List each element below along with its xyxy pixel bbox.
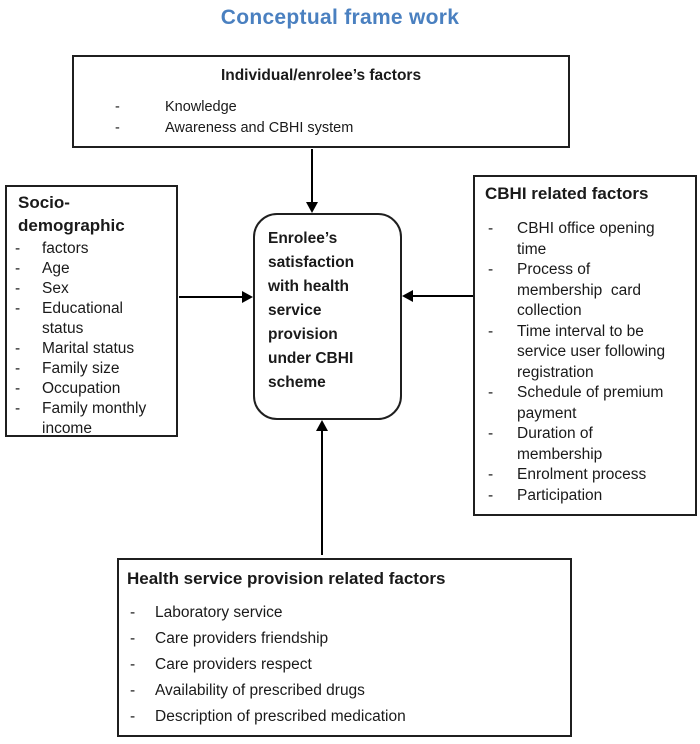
list-item: - Schedule of premium payment xyxy=(488,383,695,424)
dash-bullet: - xyxy=(130,708,136,725)
box-individual-enrolee-factors: Individual/enrolee’s factors - Knowledge… xyxy=(72,55,570,148)
box-heading: Socio- demographic xyxy=(18,193,125,235)
list-item: - Family size xyxy=(15,359,176,379)
list-item-text: Enrolment process xyxy=(517,466,647,483)
dash-bullet: - xyxy=(488,261,494,278)
dash-bullet: - xyxy=(15,400,21,417)
list-item-text: Knowledge xyxy=(165,99,237,115)
box-item-list: - factors - Age - Sex - Educational stat… xyxy=(7,239,176,439)
list-item: - Care providers friendship xyxy=(130,626,570,652)
list-item-text: Duration of membership xyxy=(517,425,603,463)
list-item: - Awareness and CBHI system xyxy=(115,118,568,139)
box-heading: Health service provision related factors xyxy=(127,569,446,588)
arrow-up-icon xyxy=(316,420,328,431)
page-title: Conceptual frame work xyxy=(220,6,460,29)
list-item: - Marital status xyxy=(15,339,176,359)
list-item-text: Sex xyxy=(42,280,69,297)
list-item: - Age xyxy=(15,259,176,279)
arrow-left-icon xyxy=(402,290,413,302)
dash-bullet: - xyxy=(488,220,494,237)
list-item-text: Schedule of premium payment xyxy=(517,384,664,422)
list-item-text: Awareness and CBHI system xyxy=(165,120,354,136)
dash-bullet: - xyxy=(130,682,136,699)
arrow-down-icon xyxy=(306,202,318,213)
list-item: - factors xyxy=(15,239,176,259)
arrow-top-to-center-line xyxy=(311,149,313,206)
dash-bullet: - xyxy=(115,120,120,136)
dash-bullet: - xyxy=(488,425,494,442)
box-socio-demographic-factors: Socio- demographic - factors - Age - Sex… xyxy=(5,185,178,437)
list-item: - Knowledge xyxy=(115,97,568,118)
list-item: - Description of prescribed medication xyxy=(130,704,570,730)
arrow-right-icon xyxy=(242,291,253,303)
list-item-text: Occupation xyxy=(42,380,121,397)
box-item-list: - Knowledge - Awareness and CBHI system xyxy=(74,97,568,139)
list-item: - Educational status xyxy=(15,299,176,339)
list-item-text: Laboratory service xyxy=(155,604,283,621)
list-item: - Time interval to be service user follo… xyxy=(488,322,695,384)
dash-bullet: - xyxy=(130,656,136,673)
dash-bullet: - xyxy=(130,630,136,647)
list-item: - Care providers respect xyxy=(130,652,570,678)
list-item-text: Marital status xyxy=(42,340,135,357)
dash-bullet: - xyxy=(15,380,21,397)
list-item-text: Family size xyxy=(42,360,120,377)
list-item-text: Care providers friendship xyxy=(155,630,329,647)
box-enrolee-satisfaction: Enrolee’s satisfaction with health servi… xyxy=(253,213,402,420)
dash-bullet: - xyxy=(15,300,21,317)
box-heading: CBHI related factors xyxy=(485,184,649,203)
dash-bullet: - xyxy=(488,384,494,401)
dash-bullet: - xyxy=(488,322,494,340)
box-item-list: - Laboratory service - Care providers fr… xyxy=(119,600,570,730)
box-cbhi-related-factors: CBHI related factors - CBHI office openi… xyxy=(473,175,697,516)
list-item-text: Description of prescribed medication xyxy=(155,708,406,725)
list-item-text: Age xyxy=(42,260,70,277)
list-item: - Family monthly income xyxy=(15,399,176,439)
dash-bullet: - xyxy=(15,260,21,277)
list-item-text: Time interval to be service user followi… xyxy=(517,322,666,381)
list-item: - Participation xyxy=(488,486,695,507)
list-item: - CBHI office opening time xyxy=(488,219,695,260)
arrow-right-to-center-line xyxy=(409,295,473,297)
list-item-text: Process of membership card collection xyxy=(517,261,642,319)
list-item-text: Educational status xyxy=(42,300,128,337)
list-item-text: Care providers respect xyxy=(155,656,312,673)
list-item: - Laboratory service xyxy=(130,600,570,626)
list-item: - Availability of prescribed drugs xyxy=(130,678,570,704)
list-item: - Occupation xyxy=(15,379,176,399)
dash-bullet: - xyxy=(15,360,21,377)
center-box-text: Enrolee’s satisfaction with health servi… xyxy=(268,230,355,391)
arrow-left-to-center-line xyxy=(179,296,246,298)
list-item-text: Participation xyxy=(517,486,603,504)
arrow-bottom-to-center-line xyxy=(321,430,323,555)
list-item-text: Availability of prescribed drugs xyxy=(155,682,365,699)
list-item: - Sex xyxy=(15,279,176,299)
dash-bullet: - xyxy=(488,466,494,483)
dash-bullet: - xyxy=(130,604,136,621)
dash-bullet: - xyxy=(15,280,21,297)
dash-bullet: - xyxy=(488,486,494,504)
dash-bullet: - xyxy=(115,99,120,115)
list-item: - Duration of membership xyxy=(488,424,695,465)
list-item-text: Family monthly income xyxy=(42,400,151,437)
list-item-text: factors xyxy=(42,240,89,257)
box-item-list: - CBHI office opening time - Process of … xyxy=(475,219,695,506)
dash-bullet: - xyxy=(15,240,21,257)
box-health-service-provision-factors: Health service provision related factors… xyxy=(117,558,572,737)
list-item: - Enrolment process xyxy=(488,465,695,486)
list-item: - Process of membership card collection xyxy=(488,260,695,322)
box-heading: Individual/enrolee’s factors xyxy=(220,67,422,84)
dash-bullet: - xyxy=(15,340,21,357)
list-item-text: CBHI office opening time xyxy=(517,220,655,258)
